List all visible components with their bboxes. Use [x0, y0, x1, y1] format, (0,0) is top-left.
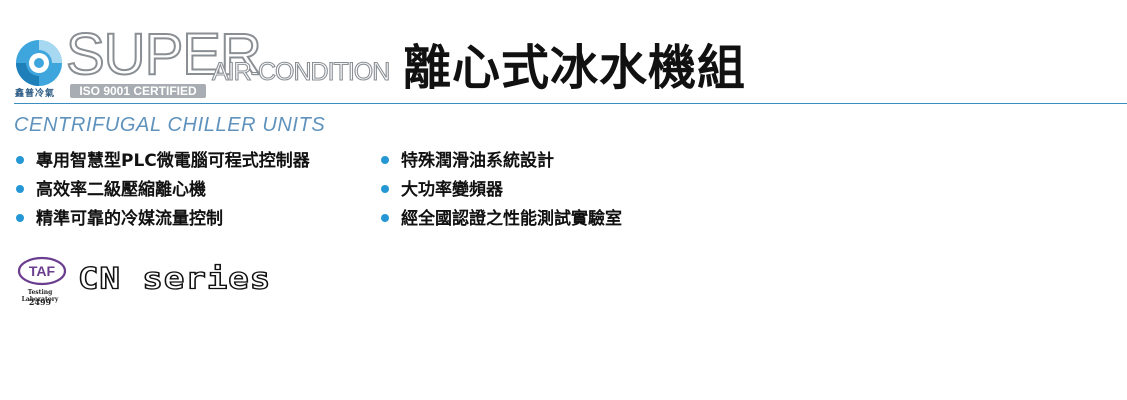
feature-text: 特殊潤滑油系統設計 — [401, 151, 554, 171]
bullet-icon — [16, 185, 24, 193]
feature-text: 精準可靠的冷媒流量控制 — [36, 209, 223, 229]
feature-list: 專用智慧型PLC微電腦可程式控制器 高效率二級壓縮離心機 精準可靠的冷媒流量控制… — [16, 148, 716, 238]
taf-label: Testing Laboratory — [21, 289, 59, 303]
brand-name: SUPER — [65, 22, 263, 87]
logo-chinese-name: 鑫普冷氣 — [15, 89, 56, 99]
taf-number: 2499 — [28, 297, 52, 307]
feature-item: 經全國認證之性能測試實驗室 — [381, 206, 622, 232]
feature-text: 高效率二級壓縮離心機 — [36, 180, 206, 200]
feature-item: 特殊潤滑油系統設計 — [381, 148, 554, 174]
series-logo: CN series — [77, 261, 272, 296]
header: 鑫普冷氣 SUPER ISO 9001 CERTIFIED AIR-CONDIT… — [0, 0, 1127, 104]
feature-text: 經全國認證之性能測試實驗室 — [401, 209, 622, 229]
bullet-icon — [16, 214, 24, 222]
feature-item: 大功率變頻器 — [381, 177, 503, 203]
iso-certification-bar: ISO 9001 CERTIFIED — [70, 84, 206, 98]
feature-item: 精準可靠的冷媒流量控制 — [16, 206, 223, 232]
taf-logo-text: TAF — [29, 263, 56, 279]
page-title: 離心式冰水機組 — [403, 40, 747, 96]
feature-text: 大功率變頻器 — [401, 180, 503, 200]
header-divider — [14, 103, 1127, 104]
bullet-icon — [16, 156, 24, 164]
brand-tagline: AIR-CONDITION — [211, 57, 390, 86]
bullet-icon — [381, 185, 389, 193]
swirl-logo-icon — [16, 40, 62, 86]
page-subtitle: CENTRIFUGAL CHILLER UNITS — [14, 114, 326, 136]
bullet-icon — [381, 156, 389, 164]
feature-text: 專用智慧型PLC微電腦可程式控制器 — [36, 151, 310, 171]
taf-certification-badge: TAF Testing Laboratory 2499 — [14, 256, 72, 310]
taf-logo-icon: TAF — [17, 256, 67, 286]
feature-item: 高效率二級壓縮離心機 — [16, 177, 206, 203]
bullet-icon — [381, 214, 389, 222]
feature-item: 專用智慧型PLC微電腦可程式控制器 — [16, 148, 310, 174]
